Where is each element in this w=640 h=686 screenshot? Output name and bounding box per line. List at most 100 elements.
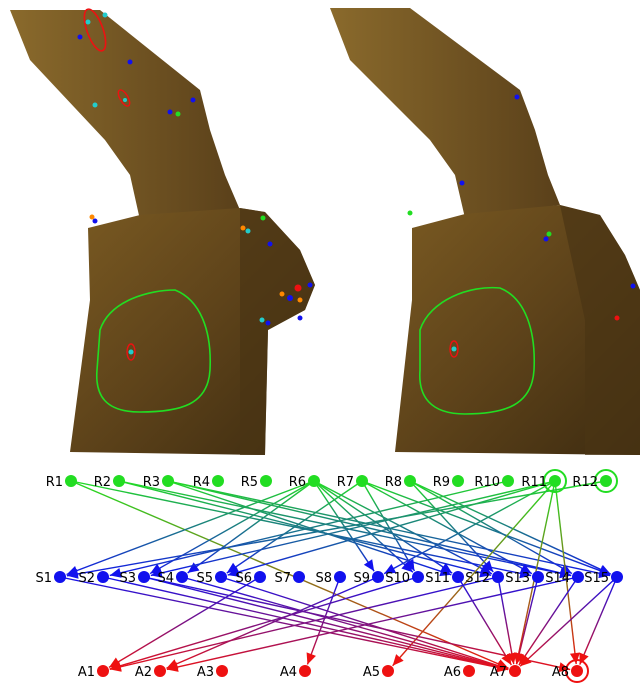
node-label-S7: S7 — [274, 571, 291, 586]
node-label-R10: R10 — [474, 475, 500, 490]
edge-R11-A5 — [392, 480, 556, 667]
right-green-contour — [419, 286, 536, 415]
node-S12 — [492, 571, 504, 583]
left-scattered-points — [77, 12, 313, 326]
node-label-S3: S3 — [119, 571, 136, 586]
node-R8 — [404, 475, 416, 487]
left-render-panel — [10, 8, 315, 455]
edge-R6-S11 — [313, 480, 453, 574]
node-R4 — [212, 475, 224, 487]
arrowhead-R6-S9 — [363, 559, 375, 572]
node-label-A5: A5 — [363, 665, 380, 680]
edge-R7-S15 — [361, 480, 611, 576]
node-label-R6: R6 — [289, 475, 306, 490]
edge-R8-S12 — [409, 480, 494, 573]
node-label-S11: S11 — [425, 571, 450, 586]
node-S9 — [372, 571, 384, 583]
arrowhead-R7-S10 — [404, 558, 415, 571]
edge-S11-A7 — [457, 576, 512, 666]
arrowhead-S3-A8 — [558, 662, 571, 673]
edge-R1-S13 — [70, 480, 532, 577]
arrowhead-R7-S13 — [519, 563, 532, 574]
edge-R2-S12 — [118, 480, 492, 576]
edge-S10-A1 — [109, 576, 419, 670]
edge-R6-S3 — [149, 480, 315, 575]
edge-S13-A7 — [515, 576, 539, 665]
node-label-S1: S1 — [35, 571, 52, 586]
node-A8 — [571, 665, 583, 677]
node-S15 — [611, 571, 623, 583]
right-render-panel — [330, 8, 640, 455]
edge-S9-A2 — [166, 576, 379, 669]
arrowhead-S12-A7 — [506, 652, 517, 665]
edge-R11-A8 — [554, 480, 577, 665]
node-A1 — [97, 665, 109, 677]
graph-edges — [59, 480, 618, 673]
right-block-side — [560, 205, 640, 455]
edge-R11-S3 — [150, 480, 556, 577]
arrowhead-R6-S12 — [479, 564, 492, 574]
edge-R3-S14 — [167, 480, 572, 577]
left-pipe-shape — [10, 10, 240, 220]
right-critical-point — [451, 346, 457, 352]
node-S7 — [293, 571, 305, 583]
node-label-S10: S10 — [385, 571, 410, 586]
arrowhead-R11-A8 — [569, 652, 580, 665]
node-S2 — [97, 571, 109, 583]
edge-R7-S5 — [226, 480, 363, 574]
edge-S6-A1 — [108, 576, 261, 669]
node-R5 — [260, 475, 272, 487]
node-R12 — [600, 475, 612, 487]
node-R3 — [162, 475, 174, 487]
arrowhead-R8-S12 — [482, 560, 494, 572]
left-red-loop-mid — [117, 89, 131, 107]
node-label-A6: A6 — [444, 665, 461, 680]
node-R1 — [65, 475, 77, 487]
edge-R1-A7 — [70, 480, 509, 669]
node-A2 — [154, 665, 166, 677]
node-label-R9: R9 — [433, 475, 450, 490]
node-label-S2: S2 — [78, 571, 95, 586]
arrowhead-R6-S11 — [440, 562, 453, 574]
node-label-A8: A8 — [552, 665, 569, 680]
left-red-loop — [126, 343, 136, 361]
node-ring-A8 — [565, 659, 589, 683]
node-label-S14: S14 — [545, 571, 570, 586]
edge-S5-A7 — [220, 576, 509, 670]
edge-R6-S1 — [66, 480, 315, 576]
node-label-S4: S4 — [157, 571, 174, 586]
node-label-S9: S9 — [353, 571, 370, 586]
node-S1 — [54, 571, 66, 583]
node-ring-R11 — [543, 469, 567, 493]
right-pipe-shape — [330, 8, 560, 218]
node-label-R8: R8 — [385, 475, 402, 490]
edge-S4-A7 — [181, 576, 509, 670]
arrowhead-R6-S10 — [401, 561, 413, 573]
node-S4 — [176, 571, 188, 583]
edge-R10-S2 — [109, 480, 509, 577]
arrowhead-S15-A7 — [520, 655, 532, 667]
node-label-S13: S13 — [505, 571, 530, 586]
arrowhead-R11-S3 — [150, 568, 163, 578]
node-A5 — [382, 665, 394, 677]
node-label-S12: S12 — [465, 571, 490, 586]
node-label-R12: R12 — [572, 475, 598, 490]
node-S5 — [215, 571, 227, 583]
node-A4 — [299, 665, 311, 677]
arrowhead-R8-S14 — [559, 563, 572, 574]
edge-R8-S14 — [409, 480, 573, 575]
arrowhead-R12-S1 — [66, 568, 79, 579]
node-A3 — [216, 665, 228, 677]
edge-R7-S10 — [361, 480, 416, 572]
node-label-R1: R1 — [46, 475, 63, 490]
node-label-S15: S15 — [584, 571, 609, 586]
arrowhead-S12-A1 — [109, 661, 122, 672]
edge-R6-S10 — [313, 480, 414, 573]
node-label-S5: S5 — [196, 571, 213, 586]
arrowhead-R8-S15 — [598, 564, 611, 575]
arrowhead-R6-S4 — [187, 562, 200, 573]
edge-R7-S13 — [361, 480, 533, 575]
node-label-A2: A2 — [135, 665, 152, 680]
